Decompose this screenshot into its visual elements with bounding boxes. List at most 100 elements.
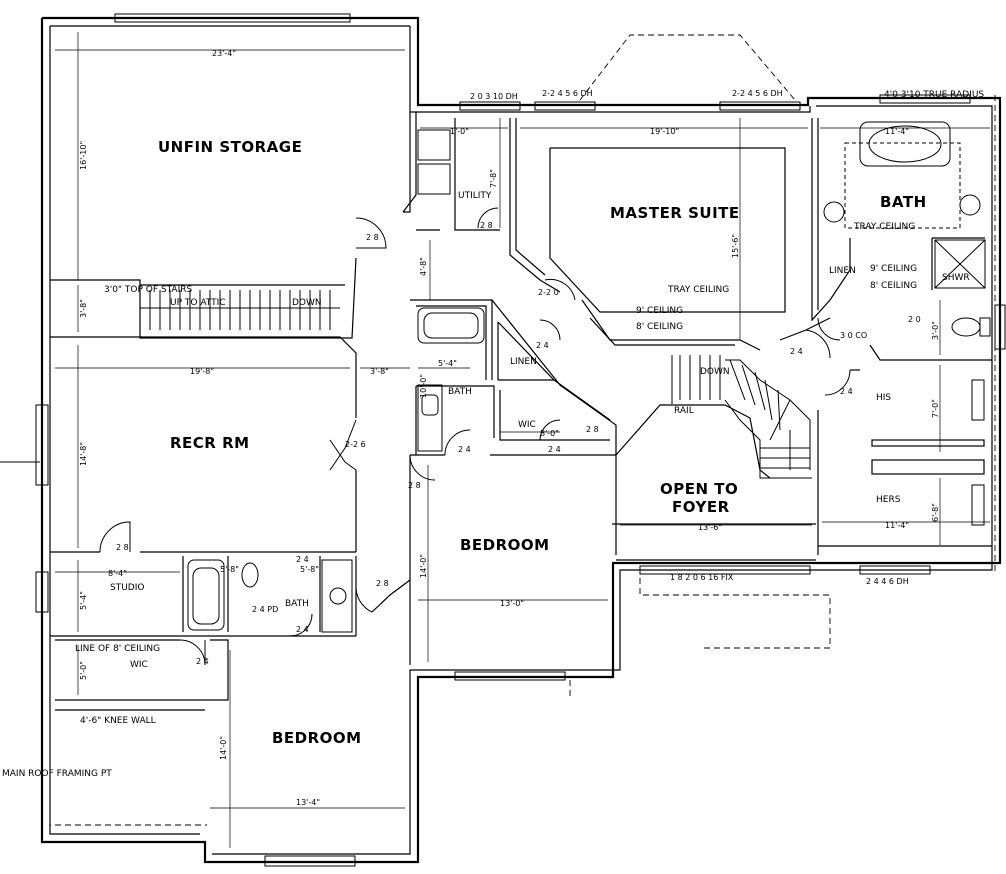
- dim-30: 8'-0": [540, 429, 559, 438]
- label-down-attic: DOWN: [292, 298, 322, 308]
- label-wic-center: WIC: [518, 420, 536, 430]
- dim-14: 13'-4": [296, 798, 320, 807]
- dim-1: 23'-4": [212, 49, 236, 58]
- label-utility: UTILITY: [458, 191, 492, 201]
- label-line-ceiling: LINE OF 8' CEILING: [75, 644, 160, 654]
- door-17: 2 4 PD: [252, 605, 278, 614]
- dim-24: 13'-0": [500, 599, 524, 608]
- door-16: 2 8: [480, 221, 493, 230]
- label-linen-bath: LINEN: [829, 266, 856, 276]
- window-3: 2-2 4 5 6 DH: [732, 89, 783, 98]
- dim-20: 11'-4": [885, 127, 909, 136]
- room-bedroom-lower: BEDROOM: [272, 729, 362, 747]
- windows: [0, 13, 1006, 867]
- door-8: 2 4: [296, 555, 309, 564]
- window-4: 2 4 4 6 DH: [866, 577, 909, 586]
- room-foyer: FOYER: [672, 498, 730, 516]
- label-ceil9-bath: 9' CEILING: [870, 264, 917, 274]
- dimension-labels: 23'-4" 16'-10" 3'-8" 19'-8" 3'-8" 14'-8"…: [79, 49, 940, 807]
- dimension-lines: [55, 32, 990, 848]
- fixtures: [187, 121, 991, 633]
- window-labels: 2 0 3 10 DH 2-2 4 5 6 DH 2-2 4 5 6 DH 2 …: [470, 89, 909, 586]
- dim-3: 3'-8": [79, 299, 88, 318]
- dim-8: 8'-4": [108, 569, 127, 578]
- annotation-labels: UTILITY LINEN BATH WIC STUDIO BATH WIC L…: [2, 90, 984, 779]
- label-ceil8-master: 8' CEILING: [636, 322, 683, 332]
- door-10: 2 4: [296, 625, 309, 634]
- label-main-roof: MAIN ROOF FRAMING PT: [2, 769, 112, 779]
- door-5: 2 4: [458, 445, 471, 454]
- label-wic-left: WIC: [130, 660, 148, 670]
- main-stairs: [671, 355, 812, 479]
- dim-4: 19'-8": [190, 367, 214, 376]
- label-bath-center: BATH: [448, 387, 472, 397]
- label-true-radius: 4'0 3'10 TRUE RADIUS: [884, 90, 984, 100]
- room-bedroom-center: BEDROOM: [460, 536, 550, 554]
- door-4: 2 4: [536, 341, 549, 350]
- dim-22: 13'-6": [698, 523, 722, 532]
- label-tray-bath: TRAY CEILING: [853, 222, 915, 232]
- door-12: 2 4: [790, 347, 803, 356]
- interior-walls: [50, 112, 992, 711]
- dim-13: 14'-0": [219, 736, 228, 760]
- label-down-stair: DOWN: [700, 367, 730, 377]
- dim-17: 7'-8": [489, 169, 498, 188]
- room-master-suite: MASTER SUITE: [610, 204, 740, 222]
- dim-9: 5'-4": [79, 591, 88, 610]
- label-linen-center: LINEN: [510, 357, 537, 367]
- door-3: 2-2 0: [538, 288, 559, 297]
- room-recr-rm: RECR RM: [170, 434, 250, 452]
- label-ceil8-bath: 8' CEILING: [870, 281, 917, 291]
- room-master-bath: BATH: [880, 193, 927, 211]
- dim-15: 4'-8": [419, 257, 428, 276]
- label-ceil9-master: 9' CEILING: [636, 306, 683, 316]
- label-studio: STUDIO: [110, 583, 144, 593]
- dim-26: 6'-8": [931, 503, 940, 522]
- door-swings: [99, 207, 851, 666]
- attic-stairs: [139, 285, 340, 332]
- dim-5: 3'-8": [370, 367, 389, 376]
- dim-19: 15'-6": [731, 234, 740, 258]
- door-2: 2 8: [366, 233, 379, 242]
- label-bath-small: BATH: [285, 599, 309, 609]
- dim-7: 2-2 6: [345, 440, 366, 449]
- dim-11: 5'-8": [300, 565, 319, 574]
- label-tray-master: TRAY CEILING: [667, 285, 729, 295]
- label-his: HIS: [876, 393, 891, 403]
- door-14: 2 0: [908, 315, 921, 324]
- window-5: 1 8 2 0 6 16 FIX: [670, 573, 734, 582]
- dim-2: 16'-10": [79, 141, 88, 170]
- label-rail: RAIL: [674, 406, 694, 416]
- label-top-stairs: 3'0" TOP OF STAIRS: [104, 285, 192, 295]
- room-open-to: OPEN TO: [660, 480, 738, 498]
- label-hers: HERS: [876, 495, 901, 505]
- dim-18: 19'-10": [650, 127, 679, 136]
- door-13: 3 0 CO: [840, 331, 867, 340]
- label-knee-wall: 4'-6" KNEE WALL: [80, 716, 156, 726]
- dim-28: 5'-4": [438, 359, 457, 368]
- door-6: 2 4: [548, 445, 561, 454]
- door-15: 2 4: [840, 387, 853, 396]
- window-1: 2 0 3 10 DH: [470, 92, 518, 101]
- dim-23: 14'-0": [419, 554, 428, 578]
- door-9: 2 8: [376, 579, 389, 588]
- dim-6: 14'-8": [79, 442, 88, 466]
- exterior-walls: [40, 16, 1002, 864]
- door-7: 2 8: [408, 481, 421, 490]
- room-labels: UNFIN STORAGE MASTER SUITE BATH RECR RM …: [158, 138, 927, 747]
- door-1: 2 8: [116, 543, 129, 552]
- dim-29: 10'-0": [419, 374, 428, 398]
- dim-21: 11'-4": [885, 521, 909, 530]
- door-labels: 2 8 2 8 2-2 0 2 4 2 4 2 4 2 8 2 4 2 8 2 …: [116, 221, 921, 666]
- dim-27: 3'-0": [931, 321, 940, 340]
- window-2: 2-2 4 5 6 DH: [542, 89, 593, 98]
- label-up-attic: UP TO ATTIC: [170, 298, 226, 308]
- dim-10: 5'-8": [220, 565, 239, 574]
- dim-12: 5'-0": [79, 661, 88, 680]
- room-unfin-storage: UNFIN STORAGE: [158, 138, 302, 156]
- label-shwr: SHWR: [942, 273, 970, 283]
- door-18: 2 8: [586, 425, 599, 434]
- dim-16: 1'-0": [450, 127, 469, 136]
- door-11: 2 4: [196, 657, 209, 666]
